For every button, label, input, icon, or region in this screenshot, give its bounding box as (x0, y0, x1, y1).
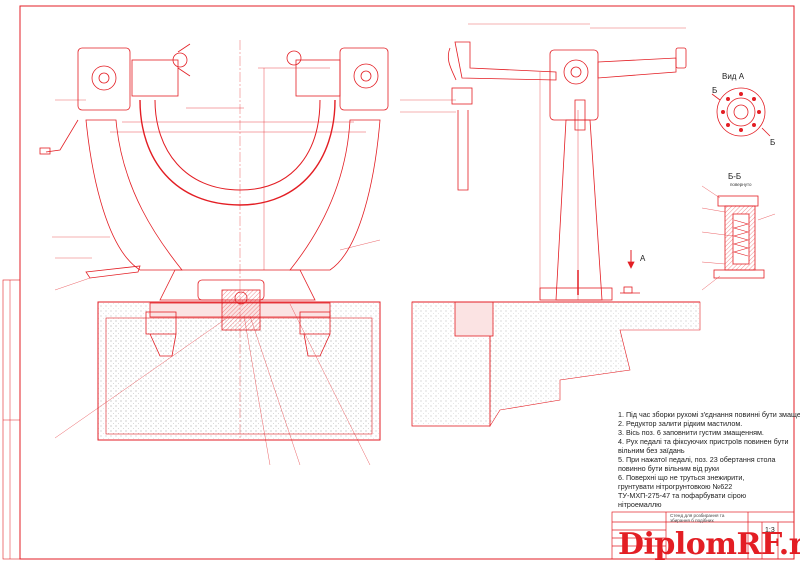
section-sublabel: повернуто (730, 182, 752, 187)
note-line: 5. При нажатої педалі, поз. 23 обертання… (618, 455, 776, 464)
pedal (85, 265, 141, 279)
side-view (400, 23, 701, 428)
note-line: нітроемаллю (618, 500, 662, 509)
side-head (549, 49, 599, 121)
note-line: повинно бути вільним від руки (618, 464, 720, 473)
sheet-frame (2, 5, 795, 560)
note-line: грунтувати нітрогрунтовкою №622 (618, 482, 733, 491)
title-block-name-2: збирання б подібних (670, 518, 714, 523)
right-arm (289, 119, 381, 271)
note-line: 4. Рух педалі та фіксуючих пристроїв пов… (618, 437, 789, 446)
right-head (339, 47, 389, 111)
note-line: 2. Редуктор залити рідким мастилом. (618, 419, 743, 428)
front-view (39, 40, 389, 466)
left-arm (85, 119, 183, 271)
title-block-name-1: Стенд для розбирання та (670, 513, 725, 518)
scale-value: 1:3 (765, 527, 775, 534)
note-line: ТУ-МХП-275-47 та пофарбувати сірою (618, 491, 747, 500)
arrow-b-label: Б (712, 86, 718, 95)
view-a-detail (711, 87, 771, 137)
section-label: Б-Б (728, 172, 742, 181)
view-a-label: Вид А (722, 72, 745, 81)
section-b-detail (701, 185, 776, 291)
note-line: 3. Вісь поз. 6 заповнити густим змащення… (618, 428, 764, 437)
arrow-b-label-2: Б (770, 138, 776, 147)
left-head (77, 47, 131, 111)
watermark-logo: DiplomRF.ru (618, 527, 800, 562)
title-block (611, 511, 795, 560)
reducer (221, 289, 261, 331)
arrow-a-label: А (640, 254, 646, 263)
note-line: 6. Поверхні що не труться знежирити, (618, 473, 745, 482)
note-line: вільним без заїдань (618, 446, 685, 455)
u-tube (139, 99, 336, 206)
column (555, 119, 603, 301)
note-line: 1. Під час зборки рухомі з'єднання повин… (618, 410, 800, 419)
